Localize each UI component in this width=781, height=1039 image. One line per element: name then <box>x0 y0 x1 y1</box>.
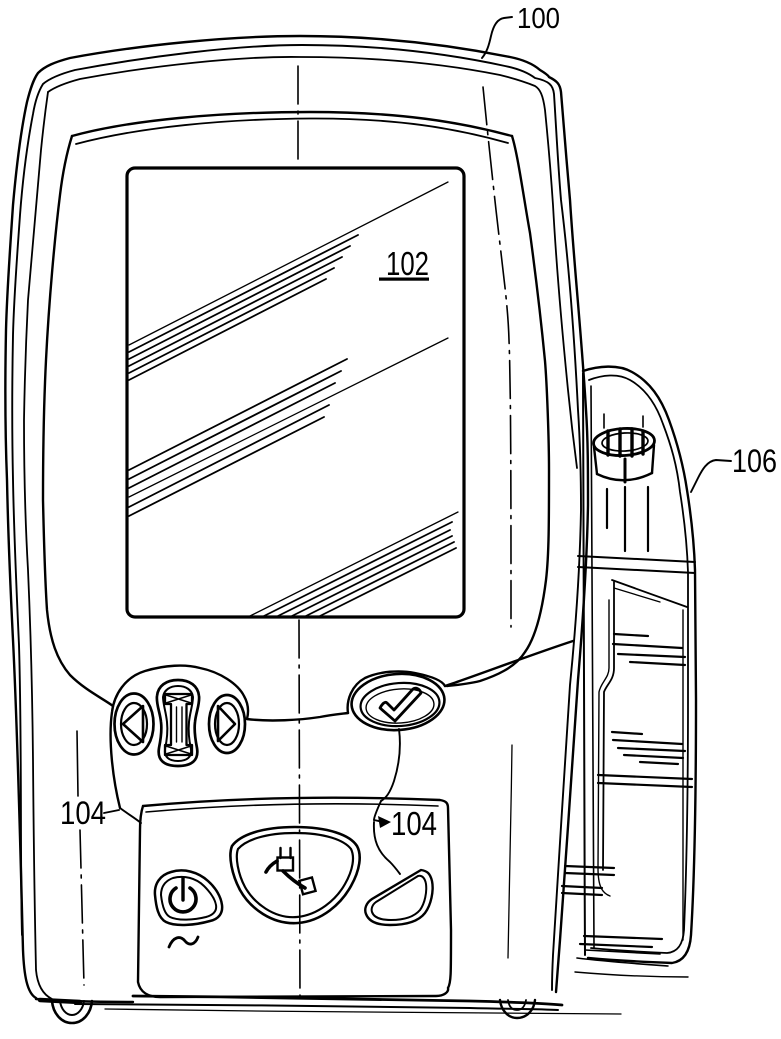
svg-text:100: 100 <box>517 3 560 35</box>
svg-text:106: 106 <box>732 443 777 479</box>
svg-text:102: 102 <box>386 245 429 282</box>
svg-text:104: 104 <box>391 805 437 842</box>
svg-text:104: 104 <box>60 795 106 831</box>
